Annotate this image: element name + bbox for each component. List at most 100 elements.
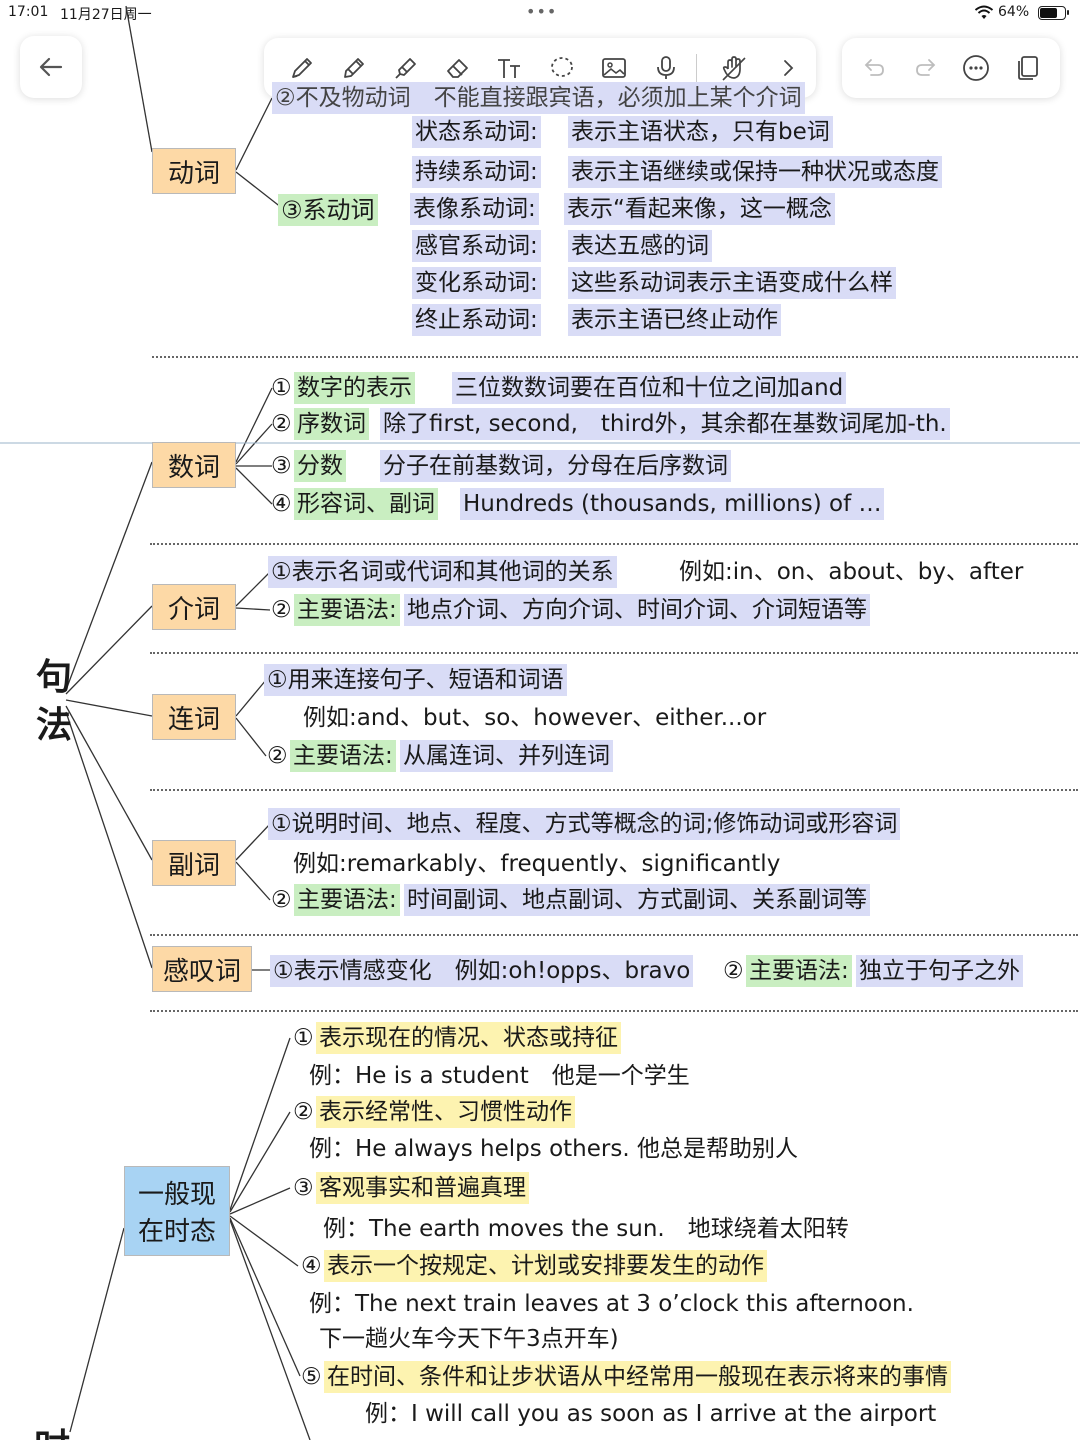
- conj-grammar-key: 主要语法:: [290, 740, 396, 772]
- numeral-value: 分子在前基数词，分母在后序数词: [380, 450, 731, 482]
- touch-draw-button[interactable]: [716, 50, 752, 86]
- present-example: 例：He is a student 他是一个学生: [309, 1063, 690, 1089]
- section-divider: [150, 934, 1078, 936]
- present-rule: 在时间、条件和让步状语从中经常用一般现在表示将来的事情: [324, 1361, 951, 1393]
- back-arrow-icon: [39, 57, 63, 77]
- conj-line-1: ①用来连接句子、短语和词语: [264, 664, 567, 696]
- pages-button[interactable]: [1010, 50, 1046, 86]
- prep-example: 例如:in、on、about、by、after: [679, 559, 1024, 585]
- node-interjection[interactable]: 感叹词: [152, 946, 252, 992]
- adv-example: 例如:remarkably、frequently、significantly: [293, 851, 781, 877]
- verb-row-key: 终止系动词:: [412, 304, 541, 336]
- touch-hand-icon: [722, 56, 746, 81]
- section-divider: [150, 1010, 1078, 1012]
- more-options-button[interactable]: [958, 50, 994, 86]
- node-verb[interactable]: 动词: [152, 148, 236, 194]
- adv-index: ②: [271, 887, 292, 913]
- verb-row-value: 这些系动词表示主语变成什么样: [568, 267, 896, 299]
- present-index: ③: [293, 1175, 314, 1201]
- text-tool-button[interactable]: [492, 50, 528, 86]
- numeral-key: 分数: [294, 450, 346, 482]
- present-example: 例：The next train leaves at 3 o’clock thi…: [309, 1291, 914, 1317]
- tense-label: 时: [34, 1418, 70, 1440]
- wifi-icon: [974, 5, 994, 19]
- present-rule: 客观事实和普遍真理: [316, 1172, 529, 1204]
- numeral-key: 序数词: [294, 408, 369, 440]
- adv-line-1: ①说明时间、地点、程度、方式等概念的词;修饰动词或形容词: [268, 808, 901, 840]
- section-divider: [150, 789, 1078, 791]
- interj-grammar-value: 独立于句子之外: [856, 955, 1023, 987]
- verb-linking-label: ③系动词: [278, 194, 378, 226]
- section-divider: [152, 356, 1078, 358]
- back-button[interactable]: [20, 36, 82, 98]
- numeral-key: 数字的表示: [294, 372, 415, 404]
- verb-intransitive-partial: ②不及物动词 不能直接跟宾语，必须加上某个介词: [272, 82, 805, 114]
- present-index: ⑤: [301, 1364, 322, 1390]
- verb-row-key: 表像系动词:: [410, 193, 539, 225]
- node-conjunction[interactable]: 连词: [152, 694, 236, 740]
- lasso-tool-button[interactable]: [544, 50, 580, 86]
- numeral-value: Hundreds (thousands, millions) of …: [460, 488, 885, 520]
- prep-line-1: ①表示名词或代词和其他词的关系: [268, 556, 617, 588]
- interj-grammar-key: 主要语法:: [746, 955, 852, 987]
- chevron-right-icon: [784, 60, 794, 76]
- redo-icon: [916, 59, 936, 76]
- interj-line-1: ①表示情感变化 例如:oh!opps、bravo: [270, 955, 694, 987]
- numeral-key: 形容词、副词: [294, 488, 438, 520]
- undo-icon: [864, 59, 884, 76]
- verb-row-key: 感官系动词:: [412, 230, 541, 262]
- node-numeral[interactable]: 数词: [152, 442, 236, 488]
- present-index: ②: [293, 1099, 314, 1125]
- eraser-tool-button[interactable]: [440, 50, 476, 86]
- multitask-dots-icon[interactable]: •••: [526, 2, 558, 21]
- present-rule: 表示现在的情况、状态或持征: [316, 1022, 621, 1054]
- more-tools-button[interactable]: [770, 50, 806, 86]
- eraser-icon: [447, 59, 468, 78]
- pen-tool-button[interactable]: [284, 50, 320, 86]
- prep-grammar-value: 地点介词、方向介词、时间介词、介词短语等: [404, 594, 870, 626]
- prep-index: ②: [271, 597, 292, 623]
- node-preposition[interactable]: 介词: [152, 584, 236, 630]
- numeral-index: ①: [271, 375, 292, 401]
- undo-button[interactable]: [856, 50, 892, 86]
- highlighter-tool-button[interactable]: [388, 50, 424, 86]
- redo-button[interactable]: [908, 50, 944, 86]
- syntax-label-2: 法: [36, 704, 73, 746]
- node-adverb[interactable]: 副词: [152, 840, 236, 886]
- adv-grammar-key: 主要语法:: [294, 884, 400, 916]
- pencil-icon: [344, 58, 364, 78]
- numeral-index: ②: [271, 411, 292, 437]
- conj-example: 例如:and、but、so、however、either...or: [303, 705, 767, 731]
- numeral-index: ④: [271, 491, 292, 517]
- conj-index: ②: [267, 743, 288, 769]
- present-rule: 表示经常性、习惯性动作: [316, 1096, 575, 1128]
- lasso-icon: [551, 57, 573, 77]
- present-example: 例：The earth moves the sun. 地球绕着太阳转: [323, 1216, 849, 1242]
- text-icon: [498, 59, 520, 78]
- verb-row-value: 表示主语状态，只有be词: [568, 116, 833, 148]
- adv-grammar-value: 时间副词、地点副词、方式副词、关系副词等: [404, 884, 870, 916]
- battery-percent: 64%: [998, 4, 1030, 20]
- verb-row-key: 持续系动词:: [412, 156, 541, 188]
- microphone-icon: [657, 56, 675, 79]
- microphone-tool-button[interactable]: [648, 50, 684, 86]
- verb-row-value: 表达五感的词: [568, 230, 712, 262]
- highlighter-icon: [395, 58, 416, 79]
- syntax-label-1: 句: [36, 656, 73, 698]
- node-simple-present[interactable]: 一般现 在时态: [124, 1166, 230, 1256]
- numeral-value: 除了first, second, third外，其余都在基数词尾加-th.: [380, 408, 950, 440]
- present-index: ①: [293, 1025, 314, 1051]
- toolbar-divider: [696, 54, 697, 82]
- node-simple-present-line2: 在时态: [137, 1217, 216, 1247]
- present-rule: 表示一个按规定、计划或安排要发生的动作: [324, 1250, 767, 1282]
- pages-icon: [1018, 56, 1038, 80]
- section-divider: [150, 652, 1078, 654]
- numeral-value: 三位数数词要在百位和十位之间加and: [452, 372, 847, 404]
- verb-row-key: 变化系动词:: [412, 267, 541, 299]
- prep-grammar-key: 主要语法:: [294, 594, 400, 626]
- pencil-tool-button[interactable]: [336, 50, 372, 86]
- verb-row-value: 表示主语已终止动作: [568, 304, 781, 336]
- image-tool-button[interactable]: [596, 50, 632, 86]
- present-example-translation: 下一趟火车今天下午3点开车): [319, 1326, 619, 1352]
- node-simple-present-line1: 一般现: [137, 1180, 216, 1210]
